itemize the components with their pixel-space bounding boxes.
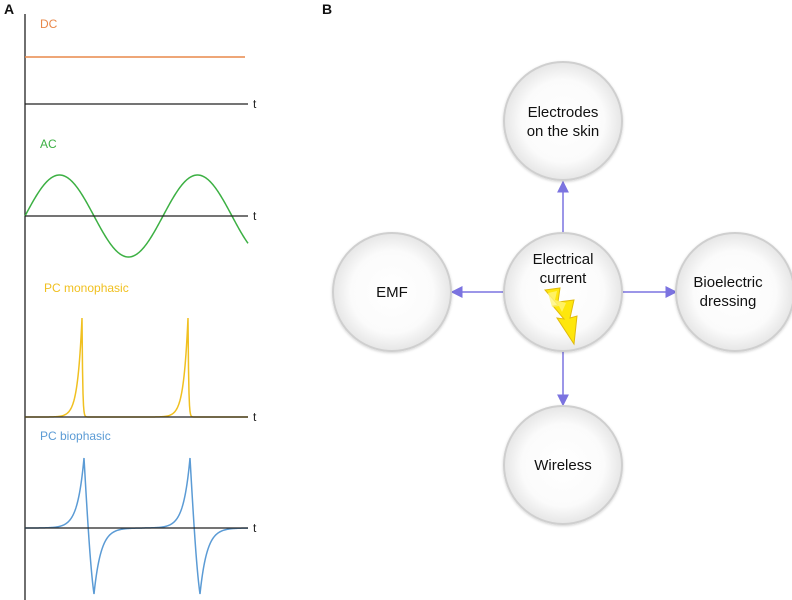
panel-b: B Electrodes on the skin EMF Bioelectric… xyxy=(322,1,792,525)
node-emf: EMF xyxy=(332,232,452,352)
node-electrodes-on-skin: Electrodes on the skin xyxy=(503,61,623,181)
pc-biophasic-group: PC biophasic t xyxy=(25,429,257,595)
node-bioelectric-dressing: Bioelectric dressing xyxy=(675,232,792,352)
panel-a: A DC t AC t PC monophasic t PC biophasic xyxy=(4,1,257,600)
dc-t-label: t xyxy=(253,97,257,111)
node-electrical-current: Electrical current xyxy=(503,232,623,352)
node-electrodes-line2: on the skin xyxy=(527,123,600,140)
panel-a-label: A xyxy=(4,1,14,17)
ac-t-label: t xyxy=(253,209,257,223)
dc-waveform-group: DC t xyxy=(25,17,257,111)
ac-sine-wave xyxy=(24,174,249,258)
node-center-line2: current xyxy=(540,270,588,287)
pc-monophasic-group: PC monophasic t xyxy=(25,281,257,424)
ac-label: AC xyxy=(40,137,57,151)
pc-monophasic-label: PC monophasic xyxy=(44,281,129,295)
pc-biophasic-t-label: t xyxy=(253,521,257,535)
node-wireless: Wireless xyxy=(503,405,623,525)
ac-waveform-group: AC t xyxy=(24,137,257,258)
node-bioelectric-line2: dressing xyxy=(700,293,757,310)
pc-biophasic-label: PC biophasic xyxy=(40,429,111,443)
dc-label: DC xyxy=(40,17,58,31)
lightning-bolt-icon xyxy=(544,287,578,346)
node-electrodes-line1: Electrodes xyxy=(528,104,599,121)
node-emf-label: EMF xyxy=(376,284,408,301)
pc-monophasic-t-label: t xyxy=(253,410,257,424)
pc-biophasic-wave xyxy=(25,457,248,595)
node-wireless-label: Wireless xyxy=(534,457,592,474)
pc-monophasic-wave xyxy=(25,317,248,418)
node-center-line1: Electrical xyxy=(533,251,594,268)
panel-b-label: B xyxy=(322,1,332,17)
node-bioelectric-line1: Bioelectric xyxy=(693,274,763,291)
